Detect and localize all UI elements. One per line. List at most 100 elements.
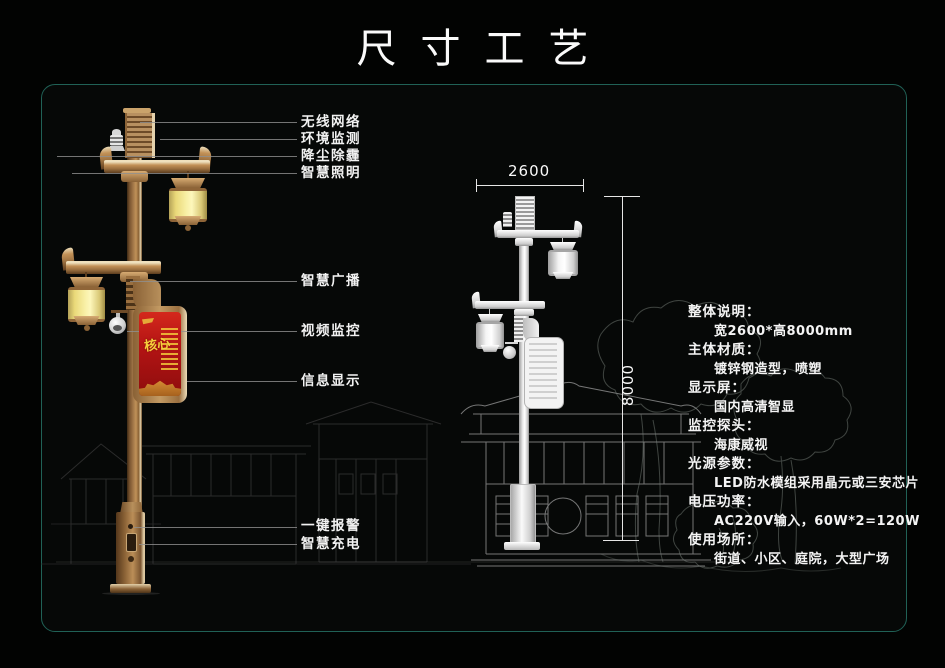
background-line-art <box>41 300 852 573</box>
leader-dust <box>57 156 297 157</box>
feature-label-wireless: 无线网络 <box>301 114 361 130</box>
spec-value: 宽2600*高8000mm <box>714 324 853 339</box>
outline-base-plate <box>504 542 540 550</box>
upper-crossbar-collar <box>121 171 148 182</box>
outline-camera-arm <box>505 342 518 344</box>
camera-mount <box>116 313 120 319</box>
width-dimension-tick-left <box>476 179 477 192</box>
wifi-antenna-box <box>123 108 151 113</box>
spec-heading: 电压功率： <box>688 494 761 510</box>
leader-charging <box>139 544 297 545</box>
spec-heading: 显示屏： <box>688 380 746 396</box>
feature-label-dust: 降尘除霾 <box>301 148 361 164</box>
base-shadow <box>102 592 160 595</box>
alarm-button <box>128 524 133 529</box>
outline-sensor <box>503 212 512 227</box>
outline-lantern2-body <box>476 322 504 349</box>
spec-item: 监控探头： 海康威视 <box>688 417 923 455</box>
lantern2-top-cap <box>70 277 103 287</box>
leader-wireless <box>140 122 297 123</box>
lantern-top-cap <box>171 178 205 188</box>
width-dimension-tick-right <box>583 179 584 192</box>
outline-base <box>510 484 536 544</box>
spec-value: LED防水模组采用晶元或三安芯片 <box>714 476 919 491</box>
outline-lantern2-top <box>478 314 503 322</box>
lantern2-bottom-cap <box>73 316 100 325</box>
base-plate <box>110 584 151 593</box>
spec-item: 光源参数： LED防水模组采用晶元或三安芯片 <box>688 455 923 493</box>
spec-heading: 光源参数： <box>688 456 761 472</box>
outline-lantern-bottom <box>552 272 574 279</box>
width-dimension-value: 2600 <box>508 162 551 180</box>
leader-alarm <box>134 527 297 528</box>
spec-item: 主体材质： 镀锌钢造型，喷塑 <box>688 341 923 379</box>
page-title: 尺寸工艺 <box>356 26 613 72</box>
display-screen-panel: 核心 <box>139 312 181 396</box>
lantern-bottom-cap <box>174 216 202 225</box>
height-dimension-tick-bottom <box>603 540 639 541</box>
leader-environment <box>160 139 297 140</box>
height-dimension-tick-top <box>604 196 640 197</box>
feature-label-charging: 智慧充电 <box>301 536 361 552</box>
camera-arm <box>111 310 128 313</box>
lantern2-hook <box>85 272 87 278</box>
outline-lantern-top <box>550 242 576 250</box>
lower-crossbar <box>66 261 161 274</box>
feature-label-video: 视频监控 <box>301 323 361 339</box>
outline-lantern2-hook <box>489 309 490 315</box>
outline-screen-sketch <box>529 343 557 401</box>
spec-heading: 监控探头： <box>688 418 761 434</box>
outline-lower-crossbar <box>475 301 545 309</box>
camera-lens <box>113 325 122 331</box>
feature-label-info: 信息显示 <box>301 373 361 389</box>
leader-lighting <box>72 173 297 174</box>
outline-screen-bracket <box>523 318 539 342</box>
spec-heading: 整体说明： <box>688 304 761 320</box>
spec-item: 电压功率： AC220V输入，60W*2=120W <box>688 493 923 531</box>
width-dimension-line <box>476 185 584 186</box>
spec-list: 整体说明： 宽2600*高8000mm 主体材质： 镀锌钢造型，喷塑 显示屏： … <box>688 303 923 569</box>
poster-text-columns <box>161 328 178 372</box>
outline-lantern-body <box>548 250 578 276</box>
height-dimension-value: 8000 <box>619 363 638 407</box>
height-dimension-line <box>622 197 623 540</box>
outline-display-screen <box>524 337 564 409</box>
lantern-finial <box>185 225 191 231</box>
base-neck <box>120 502 143 514</box>
feature-label-alarm: 一键报警 <box>301 518 361 534</box>
poster-tiananmen-silhouette <box>139 380 181 396</box>
environment-sensor-icon <box>112 129 121 135</box>
spec-value: 镀锌钢造型，喷塑 <box>714 362 823 377</box>
feature-label-lighting: 智慧照明 <box>301 165 361 181</box>
poster-flag-icon <box>142 318 154 325</box>
spec-value: AC220V输入，60W*2=120W <box>714 514 920 529</box>
spec-item: 整体说明： 宽2600*高8000mm <box>688 303 923 341</box>
base-vent <box>128 556 134 562</box>
lantern-hook <box>187 171 189 179</box>
wifi-antenna-body <box>125 113 155 158</box>
feature-label-broadcast: 智慧广播 <box>301 273 361 289</box>
spec-heading: 主体材质： <box>688 342 761 358</box>
environment-sensor-base <box>108 146 125 151</box>
outline-lantern2-bottom <box>480 345 500 352</box>
spec-item: 显示屏： 国内高清智显 <box>688 379 923 417</box>
charging-port <box>126 533 137 552</box>
outline-lantern-hook <box>562 238 563 243</box>
leader-broadcast <box>130 281 297 282</box>
outline-upper-collar <box>515 238 533 246</box>
leader-video <box>127 331 297 332</box>
outline-upper-crossbar <box>497 230 579 238</box>
outline-ladder <box>514 316 523 342</box>
outline-camera-dome <box>503 346 516 359</box>
spec-heading: 使用场所： <box>688 532 761 548</box>
spec-value: 街道、小区、庭院，大型广场 <box>714 552 890 567</box>
outline-lower-collar <box>514 309 534 316</box>
lantern2-finial <box>84 325 90 331</box>
spec-value: 国内高清智显 <box>714 400 796 415</box>
environment-sensor-body <box>110 135 123 146</box>
spec-item: 使用场所： 街道、小区、庭院，大型广场 <box>688 531 923 569</box>
feature-label-environment: 环境监测 <box>301 131 361 147</box>
screen-bracket <box>133 279 161 311</box>
spec-value: 海康威视 <box>714 438 769 453</box>
